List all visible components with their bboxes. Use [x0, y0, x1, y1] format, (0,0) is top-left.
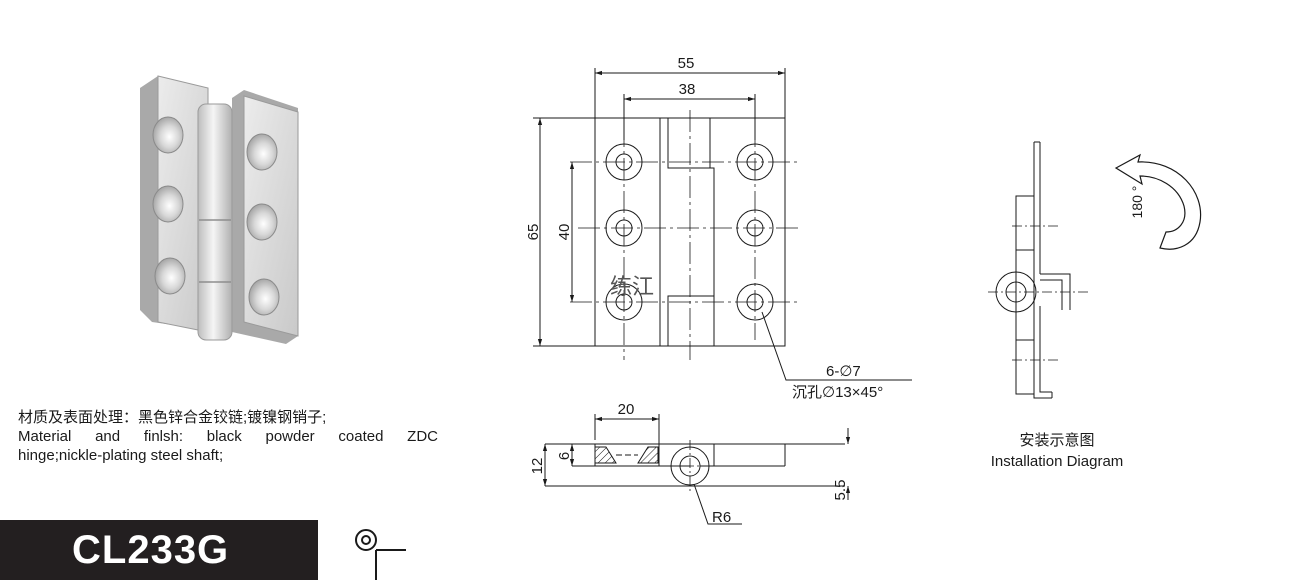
hinge-3d-illustration — [140, 75, 299, 344]
front-view-labels: 55 38 65 40 6-∅7 沉孔∅13×45° 练江 — [525, 55, 883, 401]
rotation-arrow-icon — [1114, 153, 1202, 250]
installation-labels: 180 ° — [1129, 186, 1145, 219]
watermark: 练江 — [610, 274, 654, 299]
model-banner — [0, 520, 318, 580]
installation-caption-cn: 安装示意图 — [1019, 432, 1095, 449]
material-description-en-line1: Material and finlsh: black powder coated… — [18, 428, 438, 445]
dim-5-5: 5.5 — [832, 480, 849, 501]
front-view-drawing — [533, 68, 912, 381]
dim-20: 20 — [618, 401, 635, 418]
installation-caption: 安装示意图 Installation Diagram — [952, 430, 1162, 472]
dim-r6: R6 — [712, 509, 731, 526]
hole-note-count-diameter: 6-∅7 — [826, 363, 861, 380]
dim-12: 12 — [529, 458, 546, 475]
hinge-symbol-icon — [355, 529, 406, 580]
material-description-cn: 材质及表面处理：黑色锌合金铰链;镀镍钢销子; — [18, 409, 327, 426]
side-view-labels: 20 12 6 5.5 R6 — [529, 401, 849, 526]
side-view-drawing — [542, 414, 851, 525]
installation-caption-en: Installation Diagram — [990, 453, 1124, 470]
dim-hole-spacing-38: 38 — [679, 81, 696, 98]
material-description: 材质及表面处理：黑色锌合金铰链;镀镍钢销子; Material and finl… — [18, 408, 438, 465]
rotation-angle-label: 180 ° — [1129, 186, 1145, 219]
dim-height-65: 65 — [525, 224, 542, 241]
hole-note-countersink: 沉孔∅13×45° — [792, 384, 883, 401]
dim-width-55: 55 — [678, 55, 695, 72]
mounting-holes — [605, 143, 774, 321]
model-number: CL233G — [72, 528, 230, 572]
dim-6: 6 — [556, 452, 573, 460]
material-description-en-line2: hinge;nickle-plating steel shaft; — [18, 447, 224, 464]
installation-drawing — [988, 141, 1202, 399]
dim-hole-spacing-40: 40 — [556, 224, 573, 241]
